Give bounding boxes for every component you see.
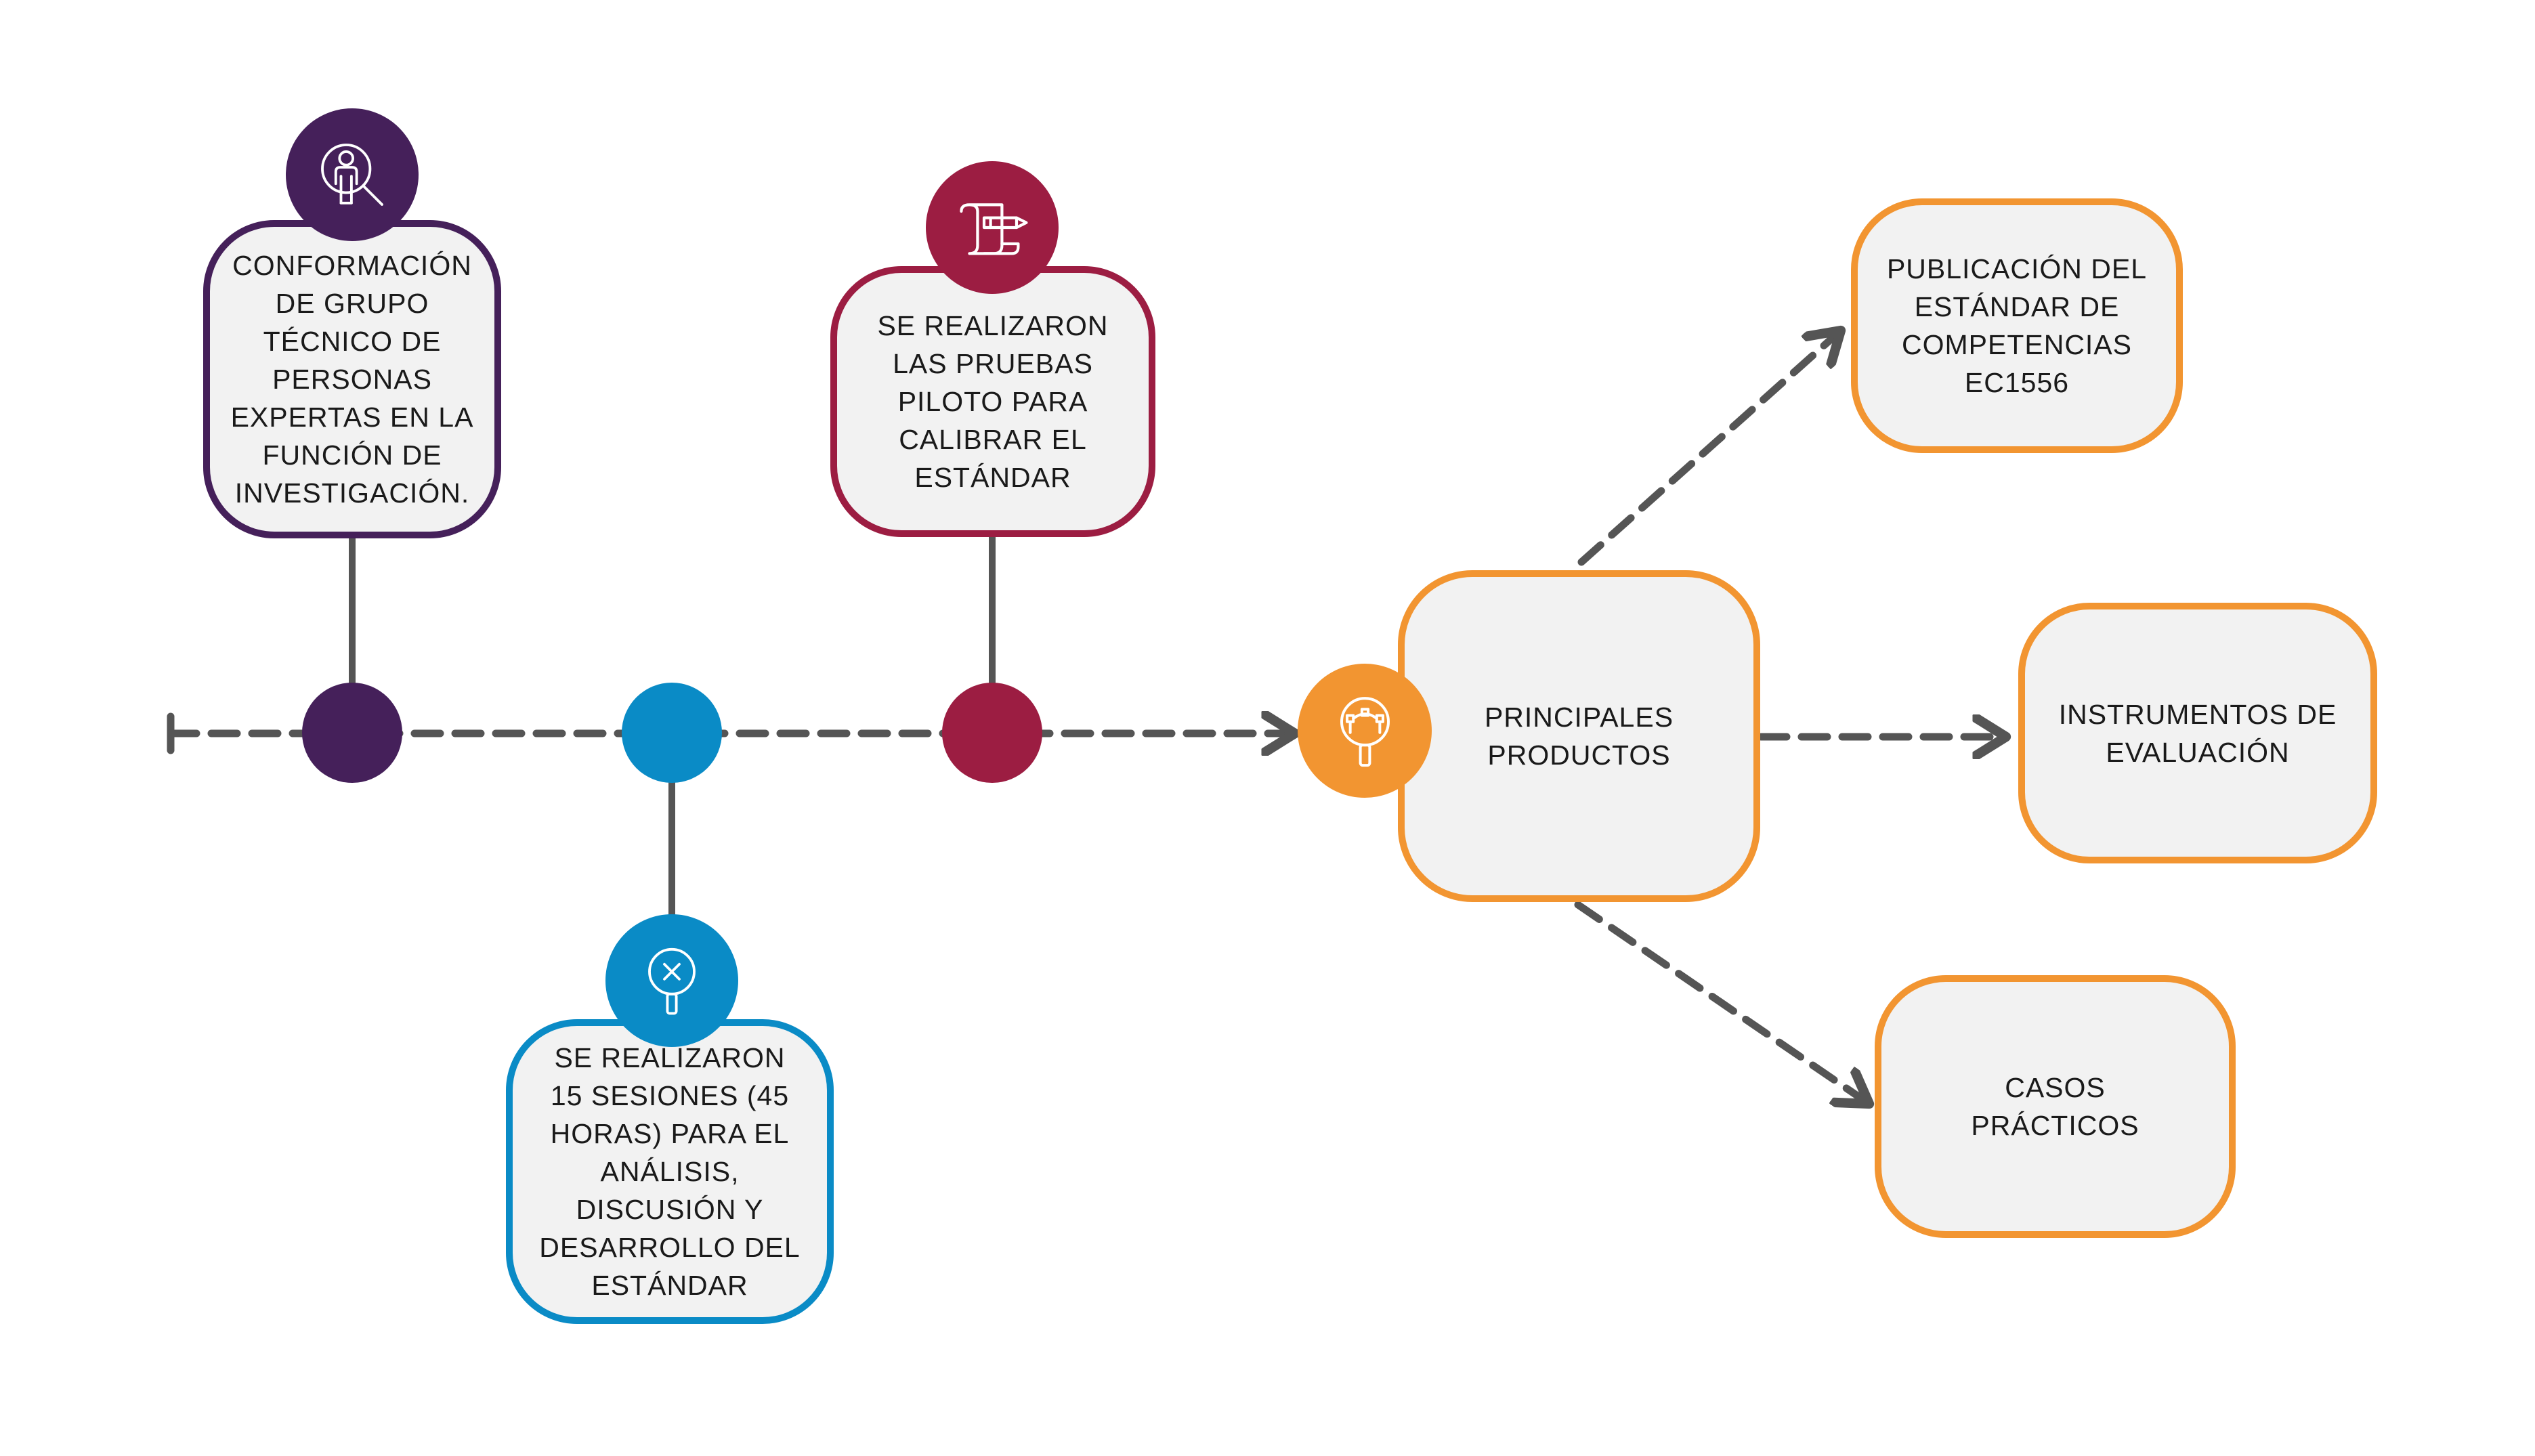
arrow-to-casos [1574,901,1869,1104]
product-box-publicacion: PUBLICACIÓN DEL ESTÁNDAR DE COMPETENCIAS… [1851,198,2183,453]
timeline-dot-1 [302,683,402,783]
product-text-instrumentos: INSTRUMENTOS DE EVALUACIÓN [2058,698,2337,768]
product-box-casos: CASOS PRÁCTICOS [1875,975,2236,1238]
timeline-dot-2 [622,683,722,783]
person-magnifier-icon [286,108,419,241]
step-box-sesiones: SE REALIZARON 15 SESIONES (45 HORAS) PAR… [506,1019,834,1324]
hub-text: PRINCIPALES PRODUCTOS [1484,702,1674,771]
timeline-dot-3 [942,683,1042,783]
step-text-pruebas-piloto: SE REALIZARON LAS PRUEBAS PILOTO PARA CA… [877,310,1109,493]
step-text-conformacion: CONFORMACIÓN DE GRUPO TÉCNICO DE PERSONA… [230,250,474,509]
arrow-to-publicacion [1577,330,1841,566]
product-text-casos: CASOS PRÁCTICOS [1971,1072,2139,1141]
step-text-sesiones: SE REALIZARON 15 SESIONES (45 HORAS) PAR… [539,1042,801,1301]
search-x-icon [605,914,738,1047]
document-pencil-icon [926,161,1059,294]
hub-box-principales-productos: PRINCIPALES PRODUCTOS [1398,570,1760,902]
step-box-conformacion: CONFORMACIÓN DE GRUPO TÉCNICO DE PERSONA… [203,220,501,538]
product-text-publicacion: PUBLICACIÓN DEL ESTÁNDAR DE COMPETENCIAS… [1886,253,2148,398]
vector-design-icon [1298,664,1432,798]
step-box-pruebas-piloto: SE REALIZARON LAS PRUEBAS PILOTO PARA CA… [830,266,1155,537]
product-box-instrumentos: INSTRUMENTOS DE EVALUACIÓN [2018,603,2377,863]
